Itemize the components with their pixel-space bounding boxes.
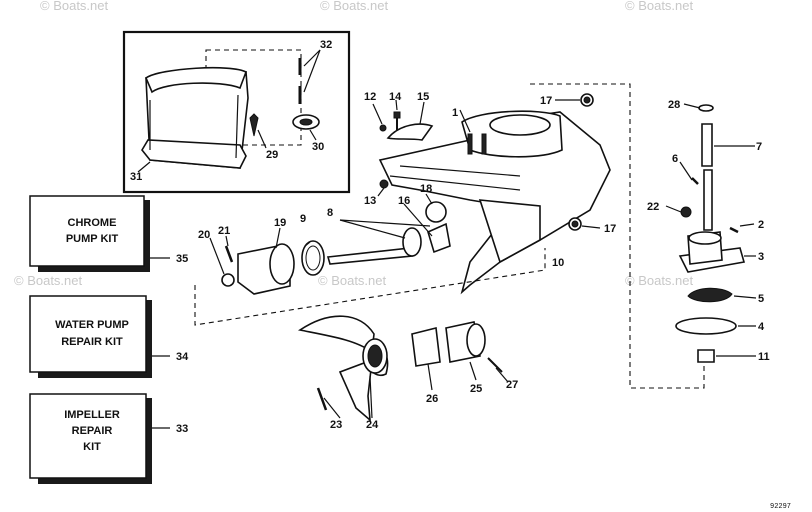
callout-4: 4 — [758, 321, 765, 333]
water-pump-stack — [665, 103, 757, 363]
callout-9: 9 — [300, 213, 306, 225]
chrome-pump-kit-line1: CHROME — [68, 217, 117, 229]
callout-21: 21 — [218, 225, 230, 237]
propeller-assembly — [297, 315, 509, 422]
watermark-center: © Boats.net — [318, 273, 387, 288]
watermark-top-1: © Boats.net — [40, 0, 109, 13]
callout-17-bottom: 17 — [604, 223, 616, 235]
watermark-top-2: © Boats.net — [320, 0, 389, 13]
impeller-kit-line3: KIT — [83, 441, 101, 453]
callout-5: 5 — [758, 293, 764, 305]
callout-27: 27 — [506, 379, 518, 391]
callout-17-top: 17 — [540, 95, 552, 107]
callout-3: 3 — [758, 251, 764, 263]
watermark-right: © Boats.net — [625, 273, 694, 288]
callout-10: 10 — [552, 257, 564, 269]
gearcase-housing — [378, 110, 611, 295]
callout-22: 22 — [647, 201, 659, 213]
callout-2: 2 — [758, 219, 764, 231]
dashed-shift-outline — [194, 248, 546, 326]
impeller-repair-kit-box: IMPELLER REPAIR KIT 33 — [29, 393, 188, 484]
callout-20: 20 — [198, 229, 210, 241]
watermark-top-3: © Boats.net — [625, 0, 694, 13]
callout-16: 16 — [398, 195, 410, 207]
callout-1: 1 — [452, 107, 458, 119]
bearing-carrier-assembly — [209, 227, 325, 295]
water-pump-repair-kit-box: WATER PUMP REPAIR KIT 34 — [29, 295, 189, 378]
callout-11: 11 — [758, 351, 770, 363]
callout-13: 13 — [364, 195, 376, 207]
callout-15: 15 — [417, 91, 429, 103]
callout-8: 8 — [327, 207, 333, 219]
callout-18: 18 — [420, 183, 432, 195]
callout-14: 14 — [389, 91, 402, 103]
callout-29: 29 — [266, 149, 278, 161]
callout-28: 28 — [668, 99, 680, 111]
upper-small-parts — [372, 93, 601, 231]
drawing-reference-number: 92297 — [770, 503, 791, 511]
callout-labels: 1 2 3 4 5 6 7 8 9 10 11 12 13 14 15 16 1… — [130, 39, 770, 431]
inset-box — [122, 30, 351, 194]
watermark-group: © Boats.net © Boats.net © Boats.net © Bo… — [14, 0, 694, 288]
water-pump-kit-line1: WATER PUMP — [55, 319, 129, 331]
callout-24: 24 — [366, 419, 379, 431]
callout-23: 23 — [330, 419, 342, 431]
callout-33: 33 — [176, 423, 188, 435]
water-pump-kit-line2: REPAIR KIT — [61, 336, 123, 348]
callout-26: 26 — [426, 393, 438, 405]
callout-6: 6 — [672, 153, 678, 165]
impeller-kit-line1: IMPELLER — [64, 409, 120, 421]
impeller-kit-line2: REPAIR — [72, 425, 113, 437]
callout-35: 35 — [176, 253, 188, 265]
callout-25: 25 — [470, 383, 482, 395]
watermark-left: © Boats.net — [14, 273, 83, 288]
callout-30: 30 — [312, 141, 324, 153]
callout-31: 31 — [130, 171, 142, 183]
callout-19: 19 — [274, 217, 286, 229]
chrome-pump-kit-line2: PUMP KIT — [66, 233, 119, 245]
chrome-pump-kit-box: CHROME PUMP KIT 35 — [29, 195, 188, 272]
callout-7: 7 — [756, 141, 762, 153]
propeller-shaft-assembly — [326, 193, 451, 265]
callout-34: 34 — [176, 351, 189, 363]
callout-32: 32 — [320, 39, 332, 51]
dashed-assembly-outline — [530, 83, 705, 389]
callout-12: 12 — [364, 91, 376, 103]
